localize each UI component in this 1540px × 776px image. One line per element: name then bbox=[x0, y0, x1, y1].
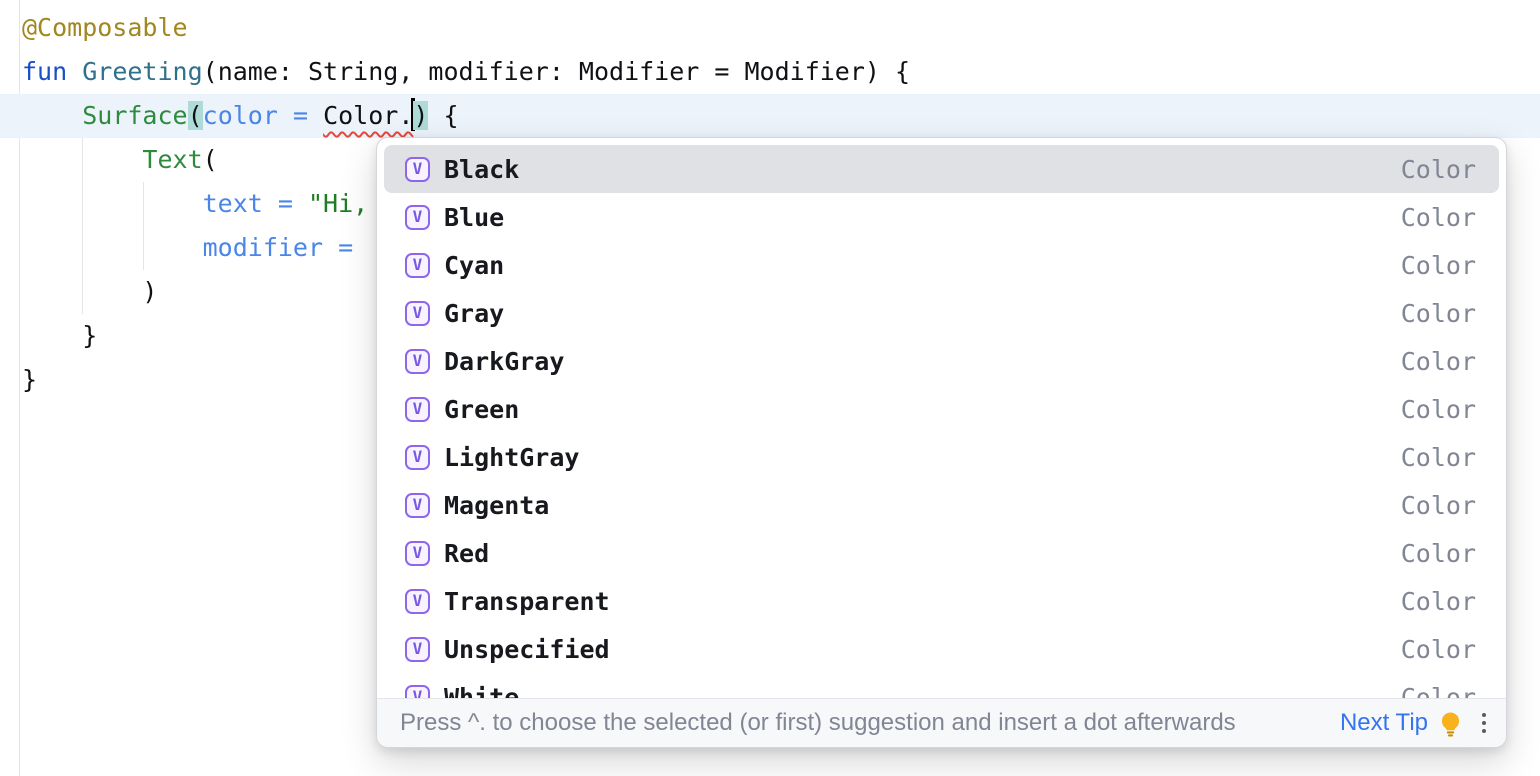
code-token: { bbox=[428, 101, 459, 130]
completion-item-label: Gray bbox=[444, 298, 505, 328]
code-token: color = bbox=[202, 101, 324, 130]
indent-guide bbox=[82, 138, 83, 314]
value-icon: V bbox=[405, 588, 430, 614]
code-token: Surface bbox=[82, 101, 188, 130]
completion-item-cyan[interactable]: V Cyan Color bbox=[384, 241, 1499, 289]
code-token: Greeting bbox=[82, 57, 203, 86]
completion-item-unspecified[interactable]: V Unspecified Color bbox=[384, 625, 1499, 673]
completion-item-lightgray[interactable]: V LightGray Color bbox=[384, 433, 1499, 481]
completion-item-red[interactable]: V Red Color bbox=[384, 529, 1499, 577]
code-token: @Composable bbox=[22, 13, 188, 42]
completion-item-type: Color bbox=[1400, 586, 1476, 616]
next-tip-link[interactable]: Next Tip bbox=[1339, 709, 1428, 736]
code-token: } bbox=[22, 321, 98, 350]
completion-item-label: Transparent bbox=[444, 586, 610, 616]
value-icon: V bbox=[405, 492, 430, 518]
completion-item-type: Color bbox=[1400, 298, 1476, 328]
value-icon: V bbox=[405, 684, 430, 699]
completion-item-white[interactable]: V White Color bbox=[384, 673, 1499, 699]
code-token: Text bbox=[142, 145, 203, 174]
completion-item-label: Red bbox=[444, 538, 490, 568]
code-token: ) bbox=[413, 101, 429, 130]
lightbulb-icon[interactable] bbox=[1437, 710, 1464, 737]
code-token: ( bbox=[202, 145, 218, 174]
value-icon: V bbox=[405, 444, 430, 470]
completion-item-label: Black bbox=[444, 154, 520, 184]
completion-item-label: LightGray bbox=[444, 442, 580, 472]
completion-item-type: Color bbox=[1400, 394, 1476, 424]
completion-hint: Press ^. to choose the selected (or firs… bbox=[400, 709, 1236, 736]
code-line-5[interactable]: text = "Hi, bbox=[22, 182, 910, 226]
code-token bbox=[22, 233, 203, 262]
code-line-1[interactable]: @Composable bbox=[22, 6, 910, 50]
completion-item-black[interactable]: V Black Color bbox=[384, 145, 1499, 193]
completion-item-type: Color bbox=[1400, 202, 1476, 232]
completion-item-type: Color bbox=[1400, 490, 1476, 520]
completion-item-type: Color bbox=[1400, 346, 1476, 376]
code-token bbox=[22, 101, 82, 130]
completion-item-transparent[interactable]: V Transparent Color bbox=[384, 577, 1499, 625]
value-icon: V bbox=[405, 348, 430, 374]
code-line-3[interactable]: Surface(color = Color.) { bbox=[22, 94, 910, 138]
completion-item-gray[interactable]: V Gray Color bbox=[384, 289, 1499, 337]
code-token: text = bbox=[202, 189, 308, 218]
code-token: "Hi, bbox=[307, 189, 369, 218]
code-token bbox=[22, 189, 203, 218]
code-line-4[interactable]: Text( bbox=[22, 138, 910, 182]
value-icon: V bbox=[405, 396, 430, 422]
code-line-2[interactable]: fun Greeting(name: String, modifier: Mod… bbox=[22, 50, 910, 94]
completion-item-label: Unspecified bbox=[444, 634, 610, 664]
gutter-line bbox=[19, 0, 20, 776]
code-token: Color. bbox=[323, 101, 414, 130]
completion-item-type: Color bbox=[1400, 442, 1476, 472]
completion-item-label: DarkGray bbox=[444, 346, 565, 376]
indent-guide bbox=[143, 182, 144, 270]
code-line-7[interactable]: ) bbox=[22, 270, 910, 314]
code-line-8[interactable]: } bbox=[22, 314, 910, 358]
completion-item-label: White bbox=[444, 682, 520, 700]
value-icon: V bbox=[405, 156, 430, 182]
current-line-highlight bbox=[0, 94, 1540, 138]
value-icon: V bbox=[405, 636, 430, 662]
code-token bbox=[22, 145, 142, 174]
completion-item-type: Color bbox=[1400, 538, 1476, 568]
value-icon: V bbox=[405, 252, 430, 278]
value-icon: V bbox=[405, 300, 430, 326]
completion-item-type: Color bbox=[1400, 154, 1476, 184]
code-token: fun bbox=[22, 57, 68, 86]
completion-footer: Press ^. to choose the selected (or firs… bbox=[377, 698, 1506, 747]
value-icon: V bbox=[405, 204, 430, 230]
more-options-icon[interactable] bbox=[1482, 713, 1486, 733]
value-icon: V bbox=[405, 540, 430, 566]
code-line-9[interactable]: } bbox=[22, 358, 910, 402]
code-token: ) bbox=[22, 277, 158, 306]
completion-item-label: Cyan bbox=[444, 250, 505, 280]
completion-item-label: Blue bbox=[444, 202, 505, 232]
completion-item-darkgray[interactable]: V DarkGray Color bbox=[384, 337, 1499, 385]
code-token bbox=[67, 57, 82, 86]
code-token: modifier = bbox=[202, 233, 369, 262]
completion-item-type: Color bbox=[1400, 682, 1476, 700]
completion-item-blue[interactable]: V Blue Color bbox=[384, 193, 1499, 241]
code-area: @Composable fun Greeting(name: String, mo… bbox=[0, 6, 910, 402]
completion-item-label: Green bbox=[444, 394, 520, 424]
completion-item-type: Color bbox=[1400, 250, 1476, 280]
completion-item-label: Magenta bbox=[444, 490, 550, 520]
completion-item-green[interactable]: V Green Color bbox=[384, 385, 1499, 433]
code-line-6[interactable]: modifier = bbox=[22, 226, 910, 270]
completion-item-type: Color bbox=[1400, 634, 1476, 664]
completion-item-magenta[interactable]: V Magenta Color bbox=[384, 481, 1499, 529]
code-token: ( bbox=[187, 101, 203, 130]
code-token: } bbox=[22, 365, 38, 394]
code-token: (name: String, modifier: Modifier = Modi… bbox=[202, 57, 911, 86]
